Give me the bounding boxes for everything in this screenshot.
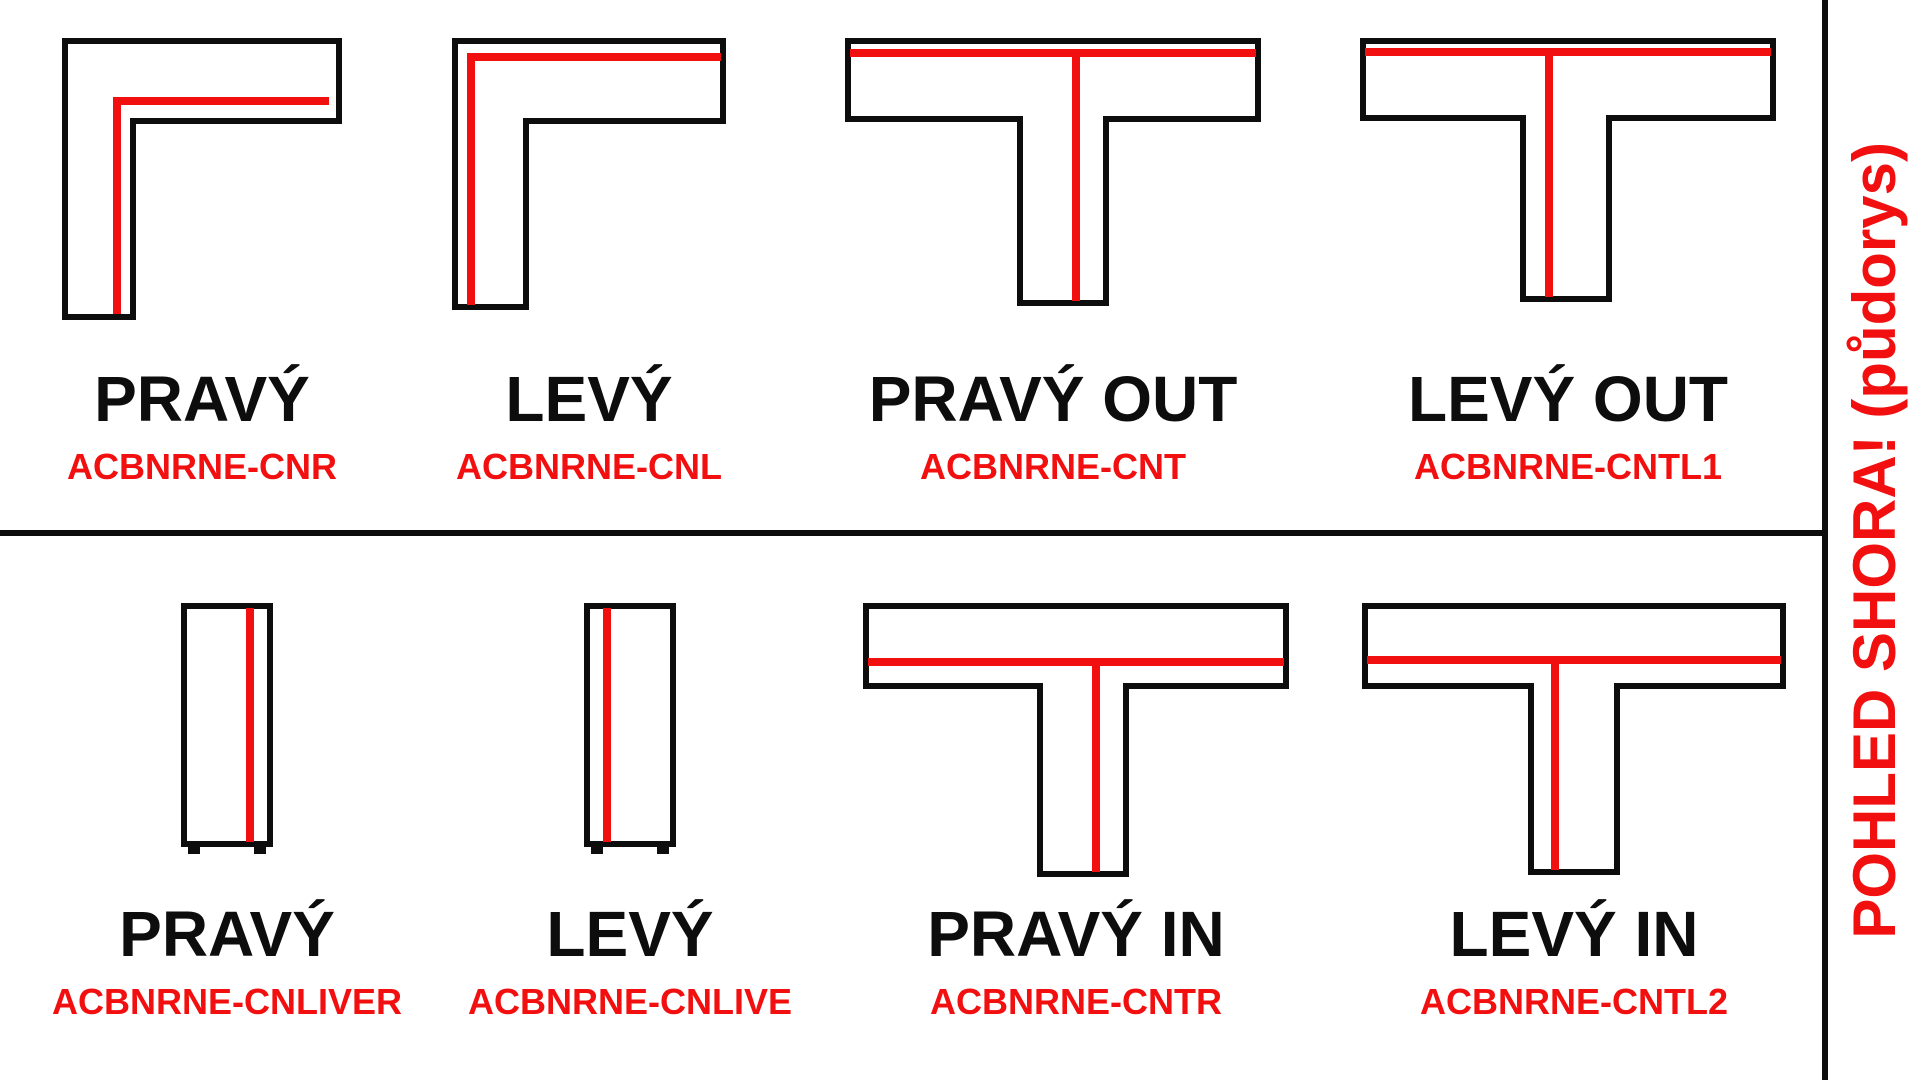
shape-box — [1353, 37, 1783, 367]
shape-box — [861, 602, 1291, 902]
panel-name-label: LEVÝ — [546, 898, 714, 970]
panel-caption: PRAVÝ OUT ACBNRNE-CNT — [868, 363, 1238, 488]
straight-left-top-view-diagram — [584, 603, 676, 854]
panel-name-label: LEVÝ IN — [1449, 898, 1699, 970]
product-code: ACBNRNE-CNTR — [930, 981, 1222, 1023]
panel-caption: PRAVÝ ACBNRNE-CNR — [67, 363, 337, 488]
straight-right-top-view-diagram — [181, 603, 273, 854]
product-code: ACBNRNE-CNTL1 — [1414, 446, 1722, 488]
red-face-line — [1367, 656, 1781, 870]
side-caption-strip: POHLED SHORA! (půdorys) — [1828, 0, 1920, 1080]
panel-outline — [452, 38, 726, 310]
panel-outline — [845, 38, 1261, 306]
panel-caption: LEVÝ IN ACBNRNE-CNTL2 — [1420, 898, 1728, 1023]
panel-tee-out-left: LEVÝ OUT ACBNRNE-CNTL1 — [1353, 37, 1783, 488]
red-face-line — [868, 658, 1284, 872]
panel-straight-left: LEVÝ ACBNRNE-CNLIVE — [460, 602, 800, 1023]
panel-corner-left: LEVÝ ACBNRNE-CNL — [439, 37, 739, 488]
panel-name-label: PRAVÝ OUT — [868, 363, 1238, 435]
tee-out-left-top-view-diagram — [1360, 38, 1776, 302]
panel-tee-out-right: PRAVÝ OUT ACBNRNE-CNT — [838, 37, 1268, 488]
side-caption: POHLED SHORA! (půdorys) — [1840, 141, 1908, 939]
product-code: ACBNRNE-CNTL2 — [1420, 981, 1728, 1023]
panel-name-label: LEVÝ OUT — [1407, 363, 1729, 435]
panel-outline — [863, 603, 1289, 877]
horizontal-divider — [0, 530, 1822, 536]
product-code: ACBNRNE-CNR — [67, 446, 337, 488]
shape-box — [1359, 602, 1789, 902]
panel-caption: PRAVÝ ACBNRNE-CNLIVER — [52, 898, 402, 1023]
panel-tee-in-right: PRAVÝ IN ACBNRNE-CNTR — [861, 602, 1291, 1023]
panel-outline — [62, 38, 342, 320]
shape-box — [439, 37, 739, 367]
panel-name-label: PRAVÝ — [94, 363, 310, 435]
vertical-divider — [1822, 0, 1828, 1080]
red-face-line — [113, 97, 329, 314]
panel-caption: LEVÝ ACBNRNE-CNLIVE — [468, 898, 792, 1023]
tee-out-right-top-view-diagram — [845, 38, 1261, 306]
feet-marks — [591, 847, 669, 854]
panel-caption: LEVÝ OUT ACBNRNE-CNTL1 — [1407, 363, 1729, 488]
feet-marks — [188, 847, 266, 854]
shape-box — [57, 602, 397, 902]
tee-in-right-top-view-diagram — [863, 603, 1289, 877]
panel-name-label: LEVÝ — [505, 363, 673, 435]
panel-outline — [1360, 38, 1776, 302]
product-code: ACBNRNE-CNLIVE — [468, 981, 792, 1023]
product-code: ACBNRNE-CNLIVER — [52, 981, 402, 1023]
red-face-line — [467, 53, 721, 305]
corner-right-top-view-diagram — [62, 38, 342, 320]
panel-tee-in-left: LEVÝ IN ACBNRNE-CNTL2 — [1359, 602, 1789, 1023]
corner-left-top-view-diagram — [452, 38, 726, 310]
panel-name-label: PRAVÝ — [119, 898, 335, 970]
panel-caption: PRAVÝ IN ACBNRNE-CNTR — [927, 898, 1225, 1023]
red-face-line — [850, 49, 1256, 301]
panel-outline — [181, 603, 273, 847]
product-code: ACBNRNE-CNT — [920, 446, 1186, 488]
panel-caption: LEVÝ ACBNRNE-CNL — [456, 363, 722, 488]
shape-box — [838, 37, 1268, 367]
red-face-line — [1365, 48, 1771, 297]
panel-outline — [1362, 603, 1786, 875]
panel-outline — [584, 603, 676, 847]
tee-in-left-top-view-diagram — [1362, 603, 1786, 875]
panel-corner-right: PRAVÝ ACBNRNE-CNR — [52, 37, 352, 488]
panel-straight-right: PRAVÝ ACBNRNE-CNLIVER — [52, 602, 402, 1023]
shape-box — [52, 37, 352, 367]
shape-box — [460, 602, 800, 902]
product-code: ACBNRNE-CNL — [456, 446, 722, 488]
panel-name-label: PRAVÝ IN — [927, 898, 1225, 970]
